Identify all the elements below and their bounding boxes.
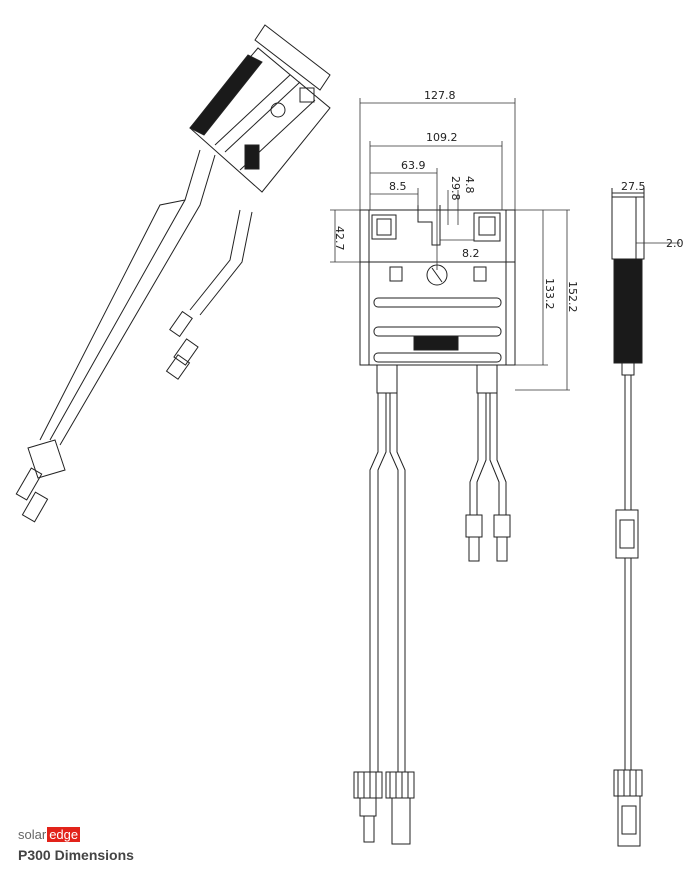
dim-thickness: 2.0 [666,237,684,250]
brand-logo-edge: edge [47,827,81,842]
brand-logo-solar: solar [18,827,47,842]
front-view [353,205,516,845]
dim-overall-width: 127.8 [424,89,456,102]
drawing-title: P300 Dimensions [18,847,134,863]
dim-tab-height: 29.8 [449,176,462,201]
dim-inner-width: 109.2 [426,131,458,144]
dim-total-height: 152.2 [566,281,579,313]
dim-center-offset: 63.9 [401,159,426,172]
dim-tab-width: 8.2 [462,247,480,260]
isometric-view [15,24,331,523]
side-view [611,188,645,847]
dim-depth: 27.5 [621,180,646,193]
dim-slot-offset: 8.5 [389,180,407,193]
dim-tab-gap: 4.8 [463,176,476,194]
dim-body-height: 133.2 [543,278,556,310]
side-dimension-lines [612,192,680,244]
dim-top-height: 42.7 [333,226,346,251]
front-dimension-lines [330,98,570,391]
